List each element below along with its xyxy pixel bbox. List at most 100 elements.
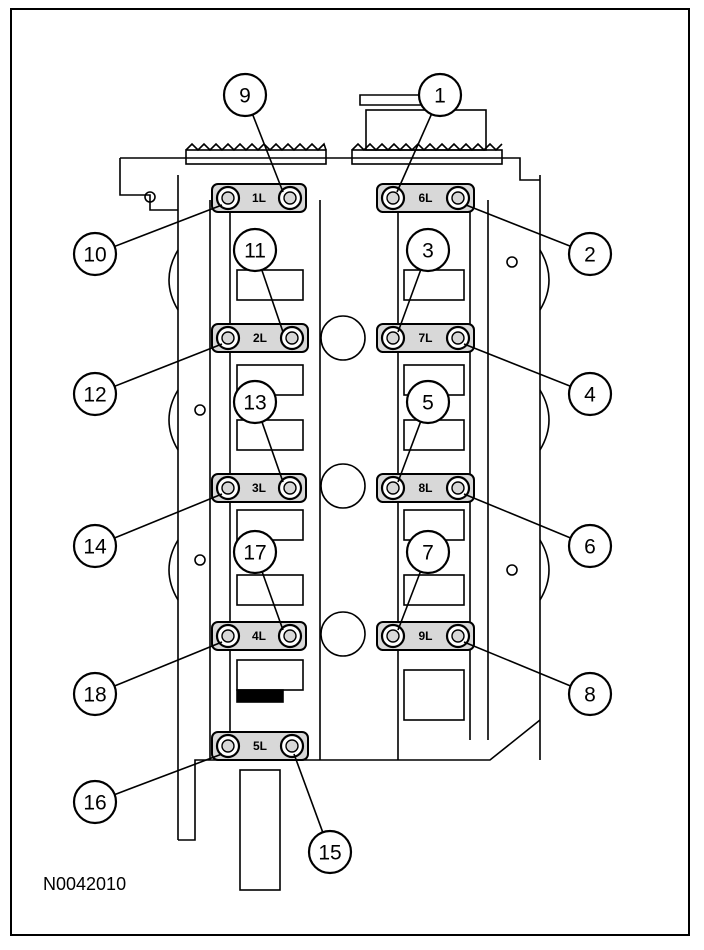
leader-line: [114, 204, 223, 248]
leader-line: [261, 421, 284, 483]
bearing-cap-9L: 9L: [376, 621, 475, 651]
cap-label: 5L: [253, 739, 267, 753]
bolt-center: [221, 331, 235, 345]
bolt-center: [386, 191, 400, 205]
callout-circle: [72, 523, 118, 569]
callout-12: 12: [72, 343, 223, 417]
cap-label: 7L: [418, 331, 432, 345]
callout-number: 3: [422, 240, 434, 263]
cap-label: 9L: [418, 629, 432, 643]
bolt-center: [221, 739, 235, 753]
leader-line: [251, 114, 284, 193]
callout-circle: [307, 829, 353, 875]
figure-id: N0042010: [43, 874, 127, 894]
bearing-cap-4L: 4L: [211, 621, 307, 651]
callout-2: 2: [465, 204, 613, 277]
bolt-center: [451, 191, 465, 205]
callout-circle: [72, 231, 118, 277]
callout-13: 13: [232, 379, 284, 483]
callout-18: 18: [72, 641, 223, 717]
callout-number: 15: [318, 842, 341, 865]
callout-5: 5: [397, 379, 451, 483]
callout-number: 10: [83, 244, 106, 267]
callout-number: 9: [239, 85, 251, 108]
callout-number: 6: [584, 536, 596, 559]
bolt-center: [283, 629, 297, 643]
callout-number: 5: [422, 392, 434, 415]
callout-17: 17: [232, 529, 284, 631]
cap-label: 3L: [252, 481, 266, 495]
leader-line: [114, 493, 223, 539]
callout-9: 9: [222, 72, 284, 193]
bearing-cap-6L: 6L: [376, 183, 475, 213]
callout-number: 1: [434, 85, 446, 108]
callout-8: 8: [463, 641, 613, 717]
callout-circle: [567, 523, 613, 569]
callout-14: 14: [72, 493, 223, 569]
callout-circle: [232, 379, 278, 425]
callout-4: 4: [463, 343, 613, 417]
callout-number: 11: [244, 240, 266, 263]
callout-number: 7: [422, 542, 434, 565]
callout-circle: [72, 779, 118, 825]
bearing-cap-2L: 2L: [211, 323, 309, 353]
leader-line: [397, 571, 422, 631]
callout-circle: [405, 379, 451, 425]
leader-line: [397, 421, 422, 483]
bolt-center: [285, 331, 299, 345]
leader-line: [463, 343, 571, 387]
callout-7: 7: [397, 529, 451, 631]
callout-number: 12: [83, 384, 106, 407]
callout-circle: [232, 227, 278, 273]
leader-line: [396, 113, 433, 193]
bolt-center: [221, 191, 235, 205]
bearing-caps: 1L 2L 3L 4L 5L 6L 7L 8L 9L: [211, 183, 475, 761]
leader-line: [261, 269, 284, 333]
callout-number: 18: [83, 684, 106, 707]
callout-circle: [567, 671, 613, 717]
leader-line: [114, 343, 223, 388]
bolt-center: [221, 629, 235, 643]
cap-label: 1L: [252, 191, 266, 205]
leader-line: [293, 753, 324, 833]
leader-line: [463, 493, 571, 539]
bolt-center: [386, 331, 400, 345]
callout-circle: [567, 231, 613, 277]
callout-circle: [72, 371, 118, 417]
leader-line: [463, 641, 571, 687]
bolt-center: [285, 739, 299, 753]
bolt-center: [451, 331, 465, 345]
bearing-cap-5L: 5L: [211, 731, 309, 761]
bolt-center: [221, 481, 235, 495]
leader-line: [261, 571, 284, 631]
bolt-center: [283, 191, 297, 205]
cap-label: 6L: [418, 191, 432, 205]
figure-frame: [10, 8, 690, 936]
callout-11: 11: [232, 227, 284, 333]
cap-label: 4L: [252, 629, 266, 643]
callout-10: 10: [72, 204, 223, 277]
callout-circle: [222, 72, 268, 118]
bolt-center: [451, 629, 465, 643]
bearing-cap-3L: 3L: [211, 473, 307, 503]
callout-circle: [405, 227, 451, 273]
callout-1: 1: [396, 72, 463, 193]
callout-16: 16: [72, 753, 223, 825]
callout-number: 4: [584, 384, 596, 407]
bolt-center: [386, 481, 400, 495]
callout-3: 3: [397, 227, 451, 333]
leader-line: [114, 753, 223, 796]
callout-circle: [232, 529, 278, 575]
callout-circle: [417, 72, 463, 118]
callout-circle: [567, 371, 613, 417]
cap-label: 2L: [253, 331, 267, 345]
cap-label: 8L: [418, 481, 432, 495]
callout-number: 8: [584, 684, 596, 707]
bearing-cap-7L: 7L: [376, 323, 475, 353]
callout-number: 17: [243, 542, 266, 565]
cylinder-head-outline: [119, 157, 550, 891]
bearing-cap-1L: 1L: [211, 183, 307, 213]
leader-line: [465, 204, 571, 248]
